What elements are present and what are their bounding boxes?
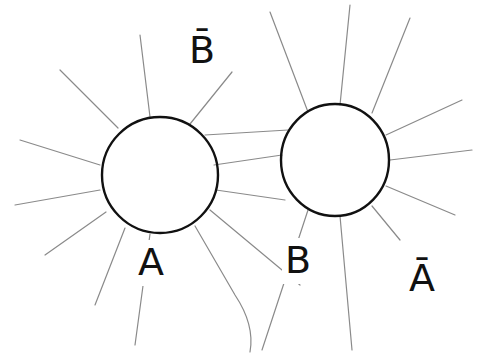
pole-label: B (282, 238, 314, 284)
spheres (102, 104, 389, 233)
sphere-left (102, 117, 218, 233)
pole-label: Ā (406, 256, 438, 302)
field-lines (15, 5, 472, 352)
pole-label: B̄ (186, 28, 218, 74)
pole-label: A (135, 240, 167, 286)
sphere-right (281, 104, 389, 216)
